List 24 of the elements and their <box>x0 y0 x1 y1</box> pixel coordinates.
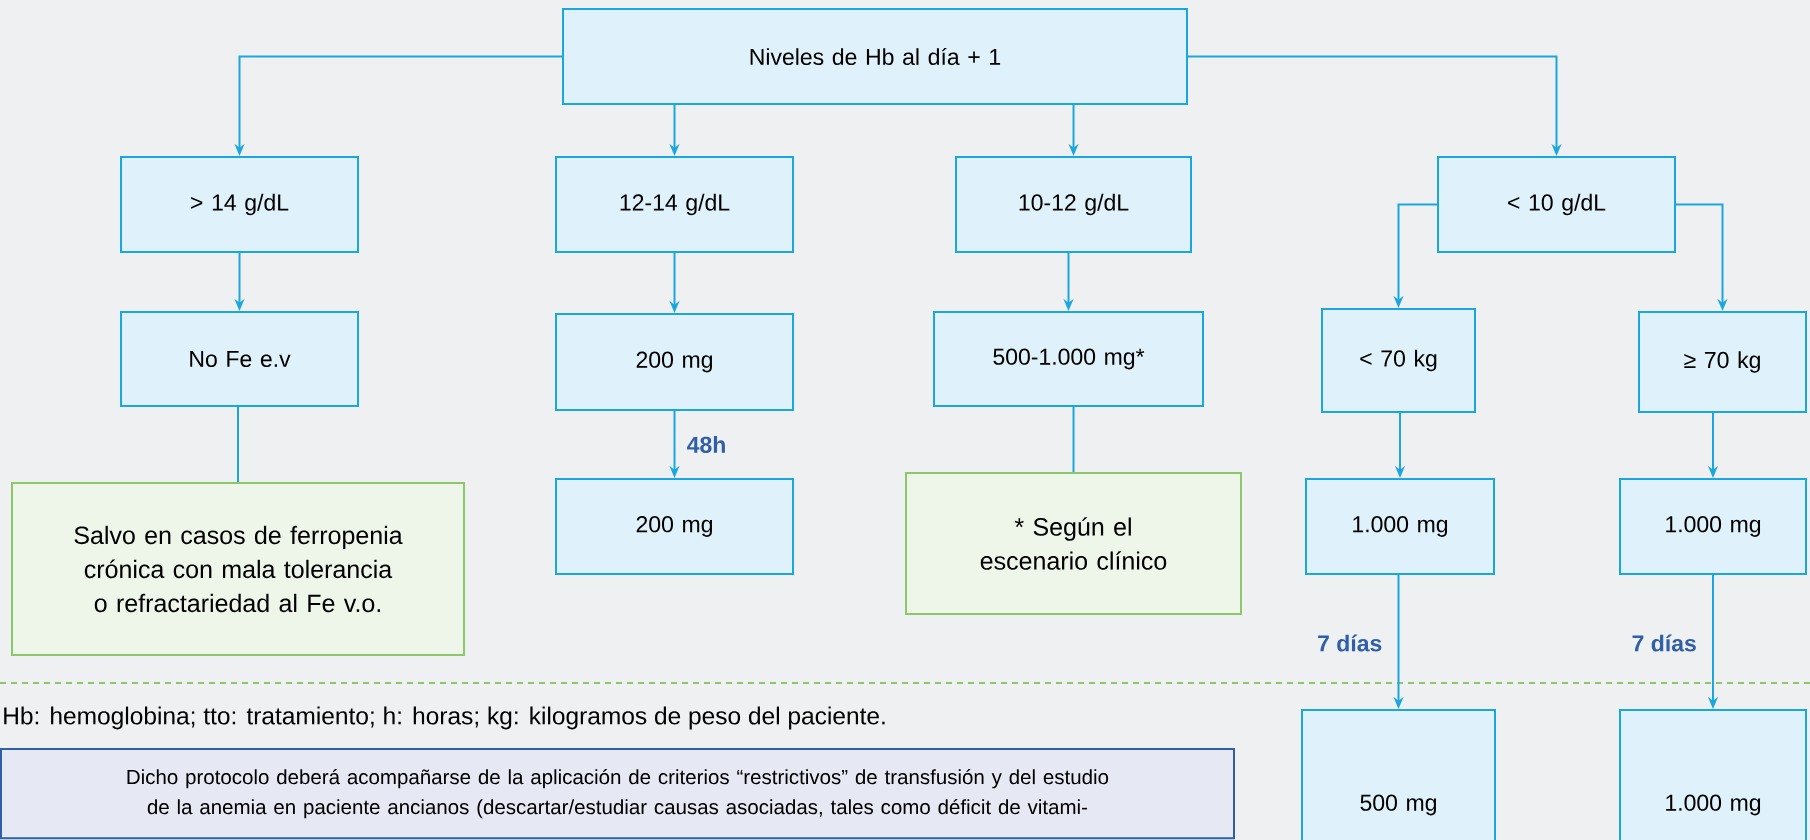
abbreviation-note: Hb: hemoglobina; tto: tratamiento; h: horas; kg: kilogramos de peso del paciente. <box>4 706 885 730</box>
connector-line <box>237 406 239 483</box>
process-box: 500 mg <box>1301 709 1496 840</box>
process-box: Niveles de Hb al día + 1 <box>562 8 1188 105</box>
process-box: 500-1.000 mg* <box>933 311 1204 407</box>
process-box: No Fe e.v <box>120 311 359 407</box>
process-box: 200 mg <box>555 313 794 411</box>
process-box: < 10 g/dL <box>1437 156 1676 253</box>
edge-label: 7 días <box>1629 632 1699 654</box>
note-box: * Según el escenario clínico <box>905 472 1242 615</box>
process-box: 1.000 mg <box>1305 478 1495 575</box>
process-box: 1.000 mg <box>1619 709 1807 840</box>
process-box: < 70 kg <box>1321 308 1476 413</box>
process-box: 12-14 g/dL <box>555 156 794 253</box>
connector-line <box>1072 406 1075 473</box>
note-box: Dicho protocolo deberá acompañarse de la aplicación de criterios “restrictivos” de transfusión y del estudio de la anemia en paciente ancianos (descartar/estudiar causas asociadas, tales como déficit de vitami- <box>0 748 1235 840</box>
process-box: 10-12 g/dL <box>955 156 1192 253</box>
edge-label: 7 días <box>1315 632 1385 654</box>
process-box: ≥ 70 kg <box>1638 311 1807 413</box>
process-box: 1.000 mg <box>1619 478 1807 575</box>
edge-label: 48h <box>684 434 729 455</box>
process-box: 200 mg <box>555 478 794 575</box>
process-box: > 14 g/dL <box>120 156 359 253</box>
note-box: Salvo en casos de ferropenia crónica con mala tolerancia o refractariedad al Fe v.o. <box>11 482 465 656</box>
